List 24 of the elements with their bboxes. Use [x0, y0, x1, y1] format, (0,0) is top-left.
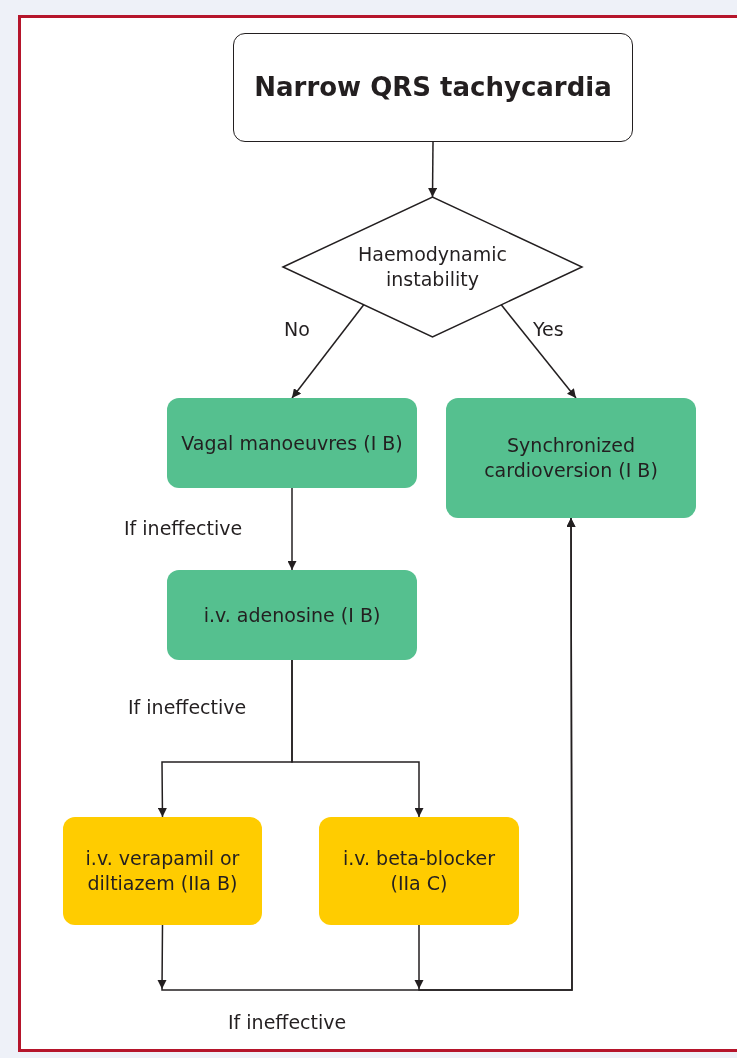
node-text: Haemodynamic instability — [357, 242, 508, 292]
edge-label: Yes — [533, 318, 564, 340]
arrow — [428, 141, 438, 198]
node-text: i.v. adenosine (I B) — [203, 602, 381, 628]
node-text: Vagal manoeuvres (I B) — [181, 430, 403, 456]
node-text: i.v. beta-blocker (IIa C) — [341, 846, 497, 896]
edge-label: If ineffective — [124, 517, 243, 539]
edge-label: No — [284, 318, 310, 340]
edge-label: If ineffective — [128, 696, 247, 718]
edge-label: If ineffective — [228, 1011, 347, 1033]
arrow — [291, 659, 424, 818]
treatment-box — [446, 398, 696, 518]
arrow — [414, 517, 576, 991]
node-text: Narrow QRS tachycardia — [254, 70, 612, 104]
arrow — [500, 304, 577, 399]
node-text: i.v. verapamil or diltiazem (IIa B) — [84, 846, 241, 896]
arrow — [291, 304, 365, 399]
treatment-box — [167, 398, 417, 488]
node-text: Synchronized cardioversion (I B) — [483, 433, 659, 483]
treatment-box — [319, 817, 519, 925]
treatment-box — [167, 570, 417, 660]
treatment-box — [63, 817, 262, 925]
start-box — [233, 33, 633, 142]
arrow — [287, 487, 297, 571]
